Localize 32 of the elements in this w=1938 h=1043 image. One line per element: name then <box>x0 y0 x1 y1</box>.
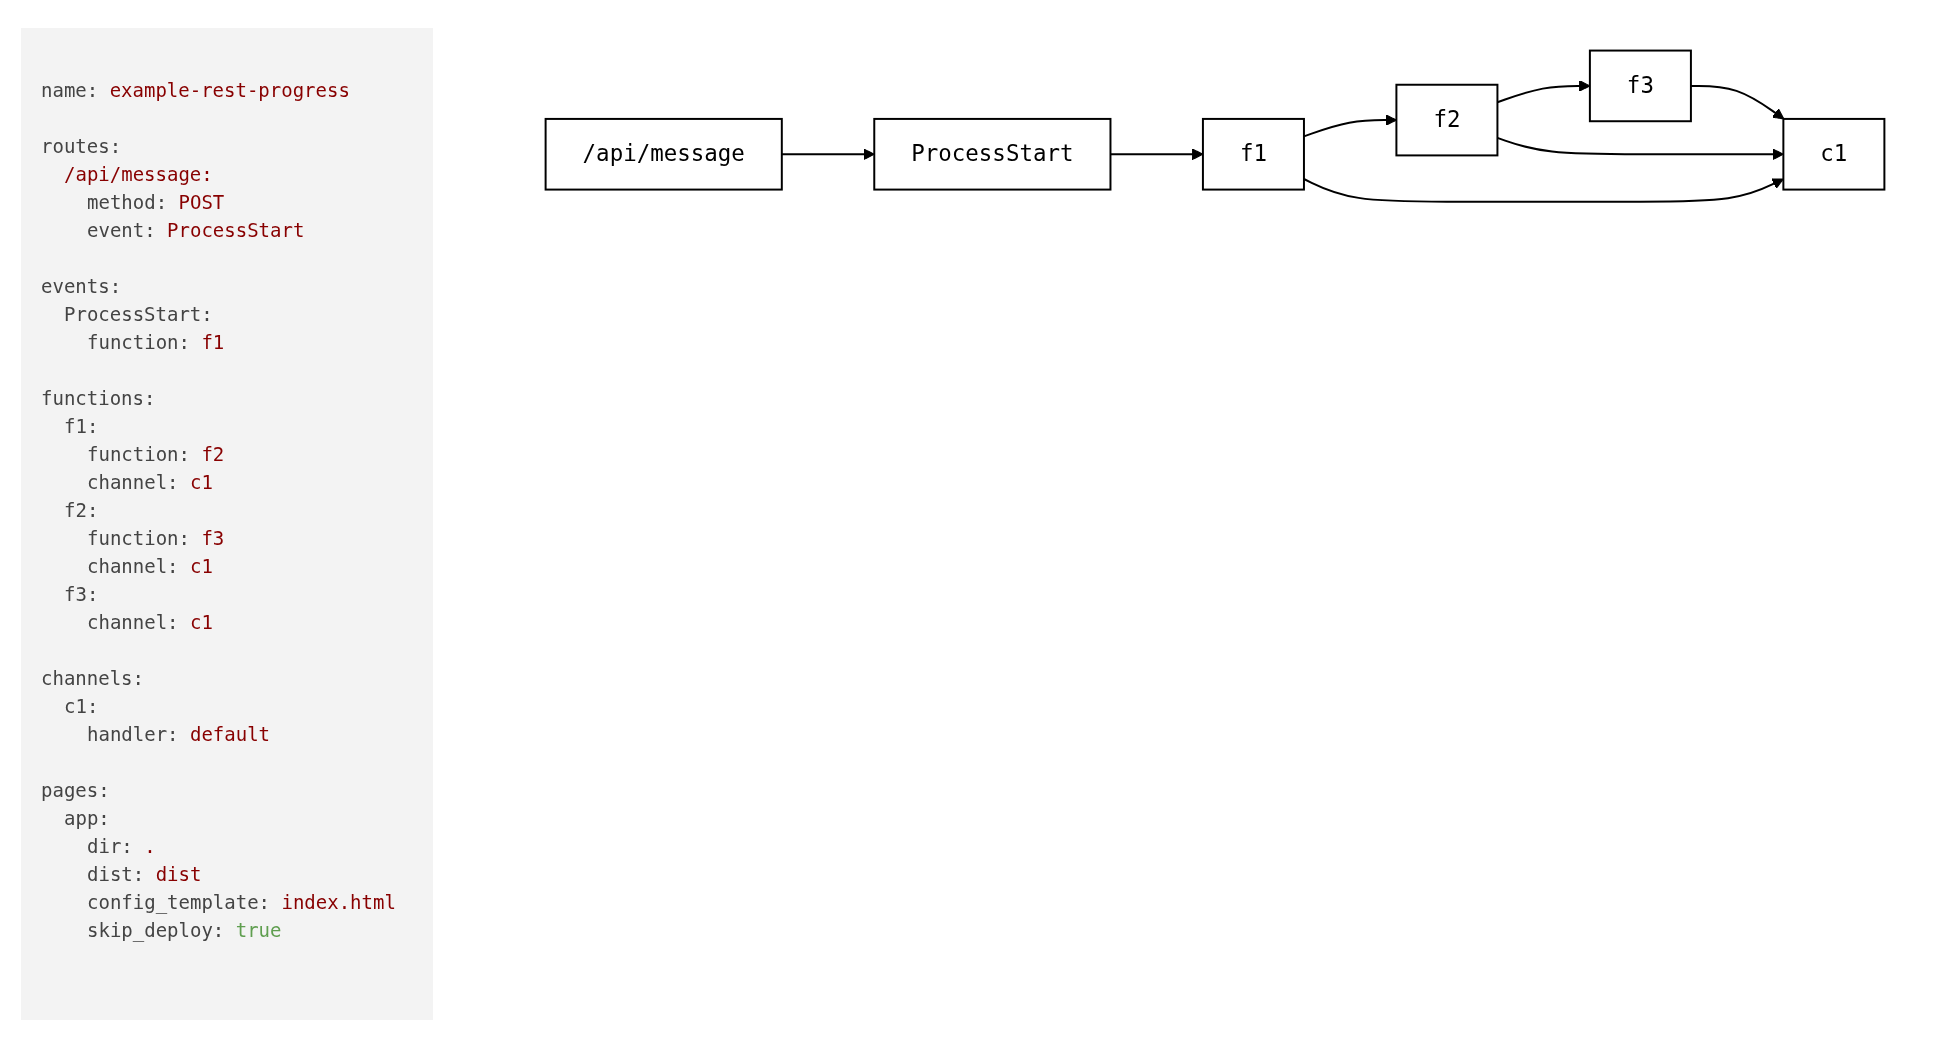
code-line: function: f1 <box>87 330 225 355</box>
code-line: skip_deploy: true <box>87 918 282 944</box>
code-line: functions: <box>41 386 156 411</box>
code-line: method: POST <box>87 190 225 215</box>
code-line: event: ProcessStart <box>87 218 305 243</box>
code-line: channel: c1 <box>87 610 213 635</box>
code-line: handler: default <box>87 722 271 747</box>
code-line: events: <box>41 274 122 299</box>
code-line: f3: <box>64 582 99 607</box>
code-line: channel: c1 <box>87 554 213 579</box>
process-box: f1 <box>1201 117 1305 191</box>
code-line: function: f2 <box>87 442 225 467</box>
code-line: dist: dist <box>87 862 202 887</box>
code-line: function: f3 <box>87 526 225 551</box>
code-line: config_template: index.html <box>87 890 396 916</box>
code-line: name: example-rest-progress <box>41 78 350 103</box>
code-line: ProcessStart: <box>64 302 213 327</box>
process-box: c1 <box>1782 117 1886 191</box>
code-line: routes: <box>41 134 122 159</box>
process-box: f2 <box>1395 83 1499 157</box>
code-line: channel: c1 <box>87 470 213 495</box>
code-line: pages: <box>41 778 110 803</box>
code-line: channels: <box>41 666 144 691</box>
process-box: ProcessStart <box>873 117 1112 191</box>
code-line: /api/message: <box>64 162 213 187</box>
process-box: /api/message <box>544 117 783 191</box>
code-line: dir: . <box>87 834 156 859</box>
process-box: f3 <box>1588 49 1692 123</box>
code-line: f2: <box>64 498 99 523</box>
code-line: app: <box>64 806 110 831</box>
code-line: c1: <box>64 694 99 719</box>
code-line: f1: <box>64 414 99 439</box>
